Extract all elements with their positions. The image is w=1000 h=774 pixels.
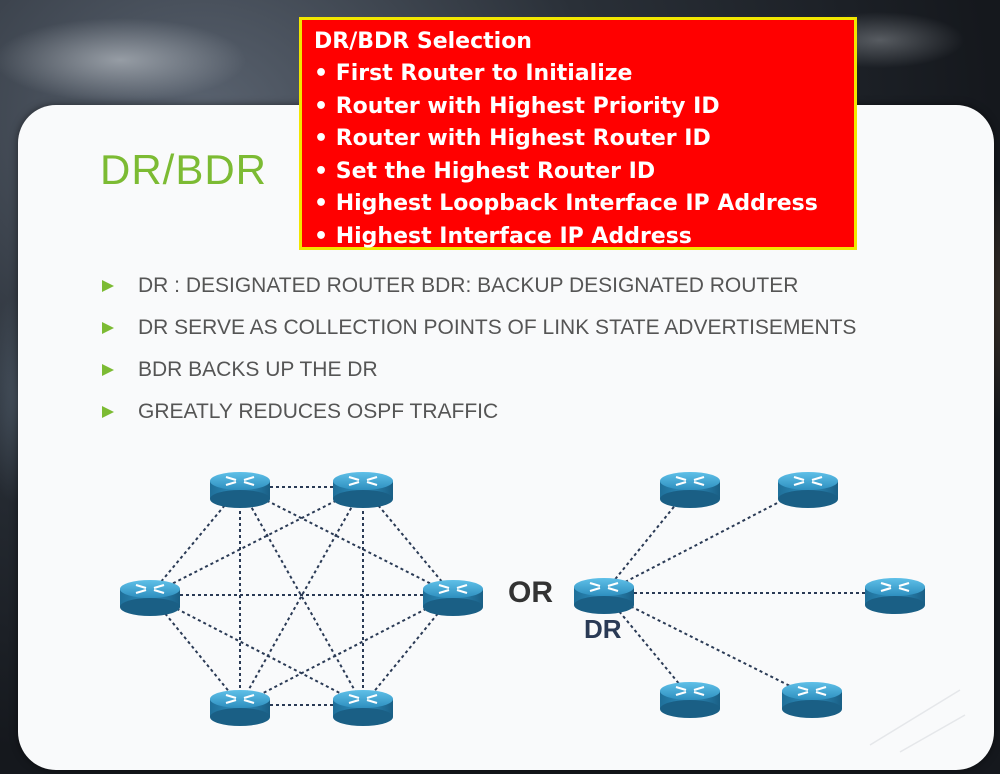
bullet-item: DR : DESIGNATED ROUTER BDR: BACKUP DESIG…: [102, 265, 856, 307]
dr-bdr-selection-box: DR/BDR Selection • First Router to Initi…: [299, 17, 857, 250]
star-link: [603, 486, 691, 594]
or-label: OR: [508, 576, 553, 609]
router-icon: [421, 578, 485, 618]
mesh-link: [149, 594, 364, 706]
triangle-bullet-icon: [102, 280, 114, 292]
bullet-item: DR SERVE AS COLLECTION POINTS OF LINK ST…: [102, 307, 856, 349]
router-icon: [208, 470, 272, 510]
mesh-link: [239, 486, 454, 596]
router-icon: [863, 576, 927, 616]
triangle-bullet-icon: [102, 364, 114, 376]
star-links: [603, 486, 895, 698]
router-icon: [331, 688, 395, 728]
mesh-link: [149, 486, 364, 596]
bullet-text: GREATLY REDUCES OSPF TRAFFIC: [138, 400, 499, 423]
bullet-text: DR SERVE AS COLLECTION POINTS OF LINK ST…: [138, 316, 857, 339]
router-icon: [776, 470, 840, 510]
slide-title: DR/BDR: [100, 146, 268, 193]
bullet-text: BDR BACKS UP THE DR: [138, 358, 378, 381]
triangle-bullet-icon: [102, 322, 114, 334]
star-link: [603, 486, 809, 594]
router-icon: [331, 470, 395, 510]
router-icon: [658, 470, 722, 510]
bullet-text: DR : DESIGNATED ROUTER BDR: BACKUP DESIG…: [138, 274, 799, 297]
full-mesh-links: [149, 486, 454, 706]
selection-title: DR/BDR Selection: [314, 29, 532, 54]
mesh-link: [239, 594, 454, 706]
selection-item: • First Router to Initialize: [314, 61, 633, 86]
dr-label: DR: [584, 614, 622, 644]
selection-item: • Router with Highest Priority ID: [314, 93, 720, 119]
triangle-bullet-icon: [102, 406, 114, 418]
selection-item: • Highest Interface IP Address: [314, 223, 692, 249]
bullet-item: BDR BACKS UP THE DR: [102, 349, 856, 391]
router-icon: [658, 680, 722, 720]
selection-item: • Router with Highest Router ID: [314, 126, 711, 151]
router-icon: [572, 576, 636, 616]
selection-item: • Set the Highest Router ID: [314, 158, 656, 184]
bullet-list: DR : DESIGNATED ROUTER BDR: BACKUP DESIG…: [102, 265, 856, 433]
router-icon: [208, 688, 272, 728]
star-link: [603, 592, 691, 698]
decorative-lines: [869, 689, 966, 753]
bullet-item: GREATLY REDUCES OSPF TRAFFIC: [102, 391, 856, 433]
router-icon: [780, 680, 844, 720]
router-icon: [118, 578, 182, 618]
star-link: [603, 592, 813, 698]
selection-item: • Highest Loopback Interface IP Address: [314, 191, 818, 216]
